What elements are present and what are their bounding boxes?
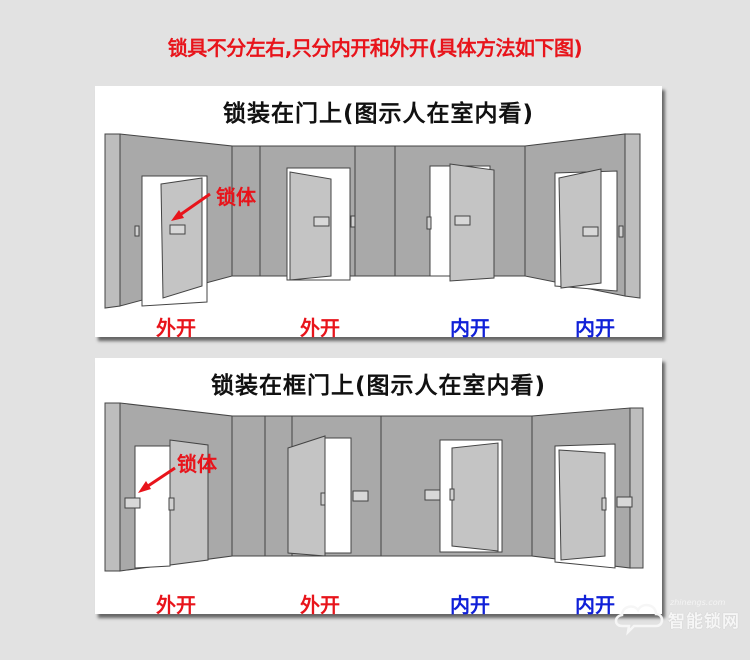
label-outward: 外开: [156, 593, 196, 617]
headline: 锁具不分左右,只分内开和外开(具体方法如下图): [167, 36, 583, 60]
label-outward: 外开: [156, 316, 196, 340]
label-outward: 外开: [300, 593, 340, 617]
lock-body-callout: 锁体: [177, 452, 217, 476]
panel-lock-on-door: 锁装在门上(图示人在室内看): [95, 86, 662, 340]
watermark-url: zhinengs.com: [670, 598, 726, 607]
label-outward: 外开: [300, 316, 340, 340]
lock-body-callout: 锁体: [216, 185, 256, 209]
label-inward: 内开: [450, 593, 490, 617]
cloud-icon: [614, 603, 664, 636]
door-scene-illustration: [104, 133, 641, 309]
label-inward: 内开: [450, 316, 490, 340]
panel-lock-on-frame-door: 锁装在框门上(图示人在室内看): [95, 358, 662, 617]
watermark-name: 智能锁网: [668, 612, 740, 632]
panel-title: 锁装在门上(图示人在室内看): [222, 101, 535, 127]
label-inward: 内开: [575, 593, 615, 617]
panel-title: 锁装在框门上(图示人在室内看): [210, 373, 547, 399]
frame-door-scene-illustration: [104, 402, 644, 572]
watermark: zhinengs.com 智能锁网: [612, 598, 742, 638]
label-inward: 内开: [575, 316, 615, 340]
